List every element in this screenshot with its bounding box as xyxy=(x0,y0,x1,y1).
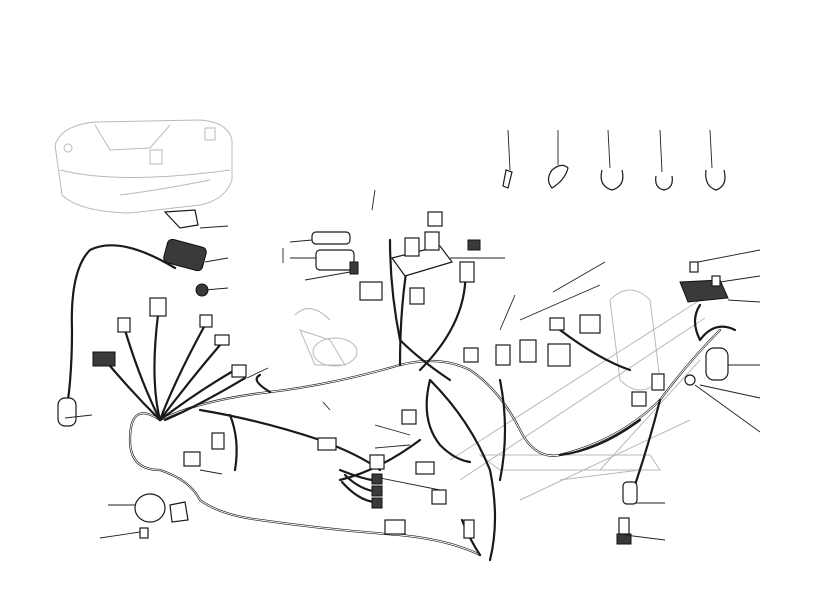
connector-icon xyxy=(117,317,131,333)
spark-plug-cap-icon xyxy=(57,397,77,427)
horn-icon xyxy=(134,493,166,523)
switch-block-icon xyxy=(359,281,383,301)
screw-icon xyxy=(711,275,721,287)
connector-icon xyxy=(199,314,213,328)
connector-icon xyxy=(463,347,479,363)
cable-tie-icon xyxy=(502,169,513,189)
connector-icon xyxy=(384,519,406,535)
spark-plug-lead xyxy=(57,244,177,427)
connector-icon xyxy=(579,314,601,334)
connector-icon xyxy=(431,489,447,505)
connector-icon xyxy=(519,339,537,363)
connector-icon xyxy=(317,437,337,451)
connector-icon xyxy=(214,334,230,346)
connector-fan-bundle xyxy=(92,297,247,422)
connector-icon xyxy=(463,519,475,539)
sensor-icon xyxy=(618,517,630,535)
connector-icon xyxy=(371,485,383,497)
horn-group xyxy=(134,493,189,539)
wire-clip-icon xyxy=(705,169,726,191)
connector-icon xyxy=(169,501,189,523)
connector-icon xyxy=(371,497,383,509)
connector-icon xyxy=(369,454,385,470)
fuse-holder-icon xyxy=(311,231,351,245)
connector-icon xyxy=(183,451,201,467)
harness-connectors xyxy=(183,314,665,539)
wire-clip-icon xyxy=(655,175,673,191)
screw-icon xyxy=(689,261,699,273)
wire-clip-icon xyxy=(600,169,624,191)
washer-icon xyxy=(684,374,696,386)
connector-icon xyxy=(92,351,116,367)
connector-icon xyxy=(651,373,665,391)
connector-icon xyxy=(401,409,417,425)
connector-icon xyxy=(371,473,383,485)
connector-icon xyxy=(211,432,225,450)
voltage-regulator-icon xyxy=(679,279,729,303)
connector-icon xyxy=(459,261,475,283)
connector-icon xyxy=(415,461,435,475)
fuse-strip-icon xyxy=(315,249,355,271)
connector-icon xyxy=(547,343,571,367)
relay-box-icon xyxy=(390,245,453,277)
relay-box-group xyxy=(359,211,481,305)
ignition-coil-icon xyxy=(163,238,207,272)
screw-icon xyxy=(139,527,149,539)
fuel-tank-ghost xyxy=(54,119,233,214)
coil-bracket-icon xyxy=(163,209,199,229)
connector-icon xyxy=(149,297,167,317)
leader-lines xyxy=(64,129,761,541)
sensor-icon xyxy=(616,533,632,545)
connector-icon xyxy=(549,317,565,331)
connector-icon xyxy=(631,391,647,407)
fuse-group xyxy=(282,231,359,275)
connector-icon xyxy=(409,287,425,305)
cable-tie-group xyxy=(502,164,726,191)
relay-icon xyxy=(404,237,420,257)
regulator-group xyxy=(679,261,737,386)
sensor-group xyxy=(616,481,638,545)
condenser-icon xyxy=(705,347,729,381)
connector-icon xyxy=(467,239,481,251)
wire-clip-icon xyxy=(547,164,569,189)
relay-icon xyxy=(424,231,440,251)
relay-icon xyxy=(427,211,443,227)
spark-plug-cap-icon xyxy=(622,481,638,505)
ignition-coil-group xyxy=(163,209,209,297)
fuse-icon xyxy=(349,261,359,275)
connector-icon xyxy=(495,344,511,366)
connector-icon xyxy=(231,364,247,378)
starter-motor-ghost xyxy=(294,308,358,367)
